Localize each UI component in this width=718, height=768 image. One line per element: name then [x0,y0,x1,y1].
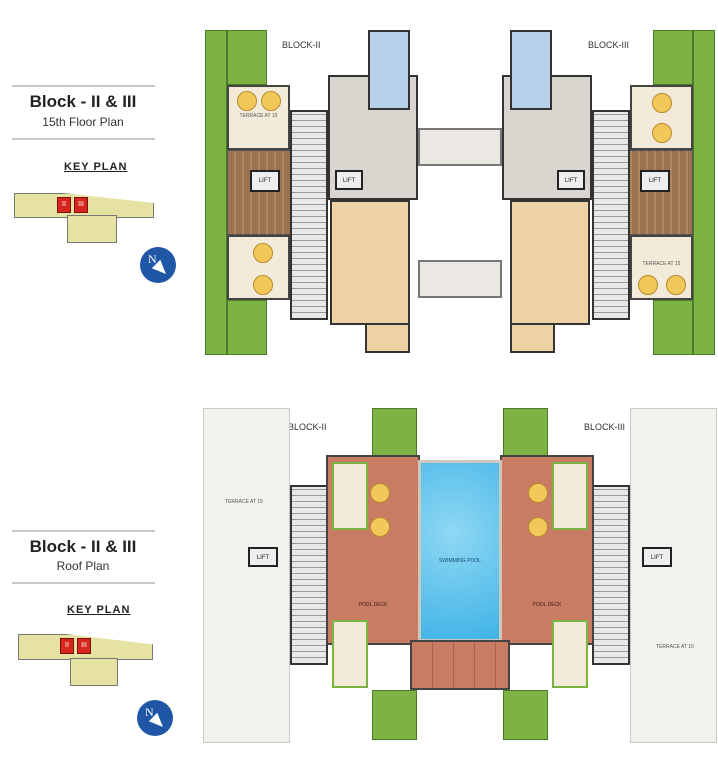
umbrella-icon [638,275,658,295]
north-compass-icon: N [137,700,173,736]
key-plan-block: III [77,638,91,654]
panel-subtitle: Roof Plan [56,559,110,573]
umbrella-icon [652,123,672,143]
umbrella-icon [253,243,273,263]
planter [503,690,548,740]
gym [365,323,410,353]
umbrella-icon [528,483,548,503]
umbrella-icon [370,517,390,537]
planter [227,300,267,355]
staircase [592,485,630,665]
divider [12,530,155,532]
umbrella-icon [237,91,257,111]
block-label: BLOCK-III [584,422,626,432]
seating-area [332,462,368,530]
lift: LIFT [642,547,672,567]
panel-title: Block - II & III [29,537,137,556]
terrace [630,85,693,150]
umbrella-icon [528,517,548,537]
key-plan-block: III [74,197,88,213]
terrace-faded: TERRACE AT 15 [630,408,717,743]
block-label: BLOCK-II [282,40,321,50]
toilets [368,30,410,110]
north-compass-icon: N [140,247,176,283]
lift: LIFT [557,170,585,190]
terrace: TERRACE AT 15 [630,235,693,300]
block-label: BLOCK-III [588,40,630,50]
block-label: BLOCK-II [288,422,327,432]
terrace [227,235,290,300]
umbrella-icon [370,483,390,503]
key-plan: KEY PLAN II III [12,598,162,693]
bridge [410,640,510,690]
planter [227,30,267,85]
garden-strip [693,30,715,355]
bridge [418,128,502,166]
key-plan-site [67,215,117,243]
panel-subtitle: 15th Floor Plan [42,115,124,129]
divider [12,582,155,584]
seating-area [552,620,588,688]
planter [653,300,693,355]
lift: LIFT [250,170,280,192]
panel-title: Block - II & III [29,92,137,111]
divider [12,138,155,140]
toilets [510,30,552,110]
lift: LIFT [248,547,278,567]
bridge [418,260,502,298]
lift: LIFT [640,170,670,192]
garden-strip [205,30,227,355]
staircase [290,110,328,320]
terrace-faded: TERRACE AT 15 [203,408,290,743]
key-plan: KEY PLAN II III [12,155,162,250]
umbrella-icon [253,275,273,295]
wood-deck [227,150,297,235]
swimming-pool: SWIMMING POOL [418,460,502,642]
gym [510,200,590,325]
lift: LIFT [335,170,363,190]
seating-area [332,620,368,688]
staircase [592,110,630,320]
wood-deck [623,150,693,235]
key-plan-site [70,658,118,686]
terrace: TERRACE AT 15 [227,85,290,150]
planter [653,30,693,85]
key-plan-label: KEY PLAN [64,161,128,173]
staircase [290,485,328,665]
planter [372,408,417,458]
floor-plan-15th: BLOCK-II BLOCK-III TERRACE AT 15 LIFT LI… [0,0,718,370]
planter [372,690,417,740]
key-plan-block: II [60,638,74,654]
key-plan-label: KEY PLAN [67,604,131,616]
umbrella-icon [261,91,281,111]
umbrella-icon [652,93,672,113]
gym [510,323,555,353]
divider [12,85,155,87]
planter [503,408,548,458]
key-plan-block: II [57,197,71,213]
seating-area [552,462,588,530]
umbrella-icon [666,275,686,295]
gym [330,200,410,325]
